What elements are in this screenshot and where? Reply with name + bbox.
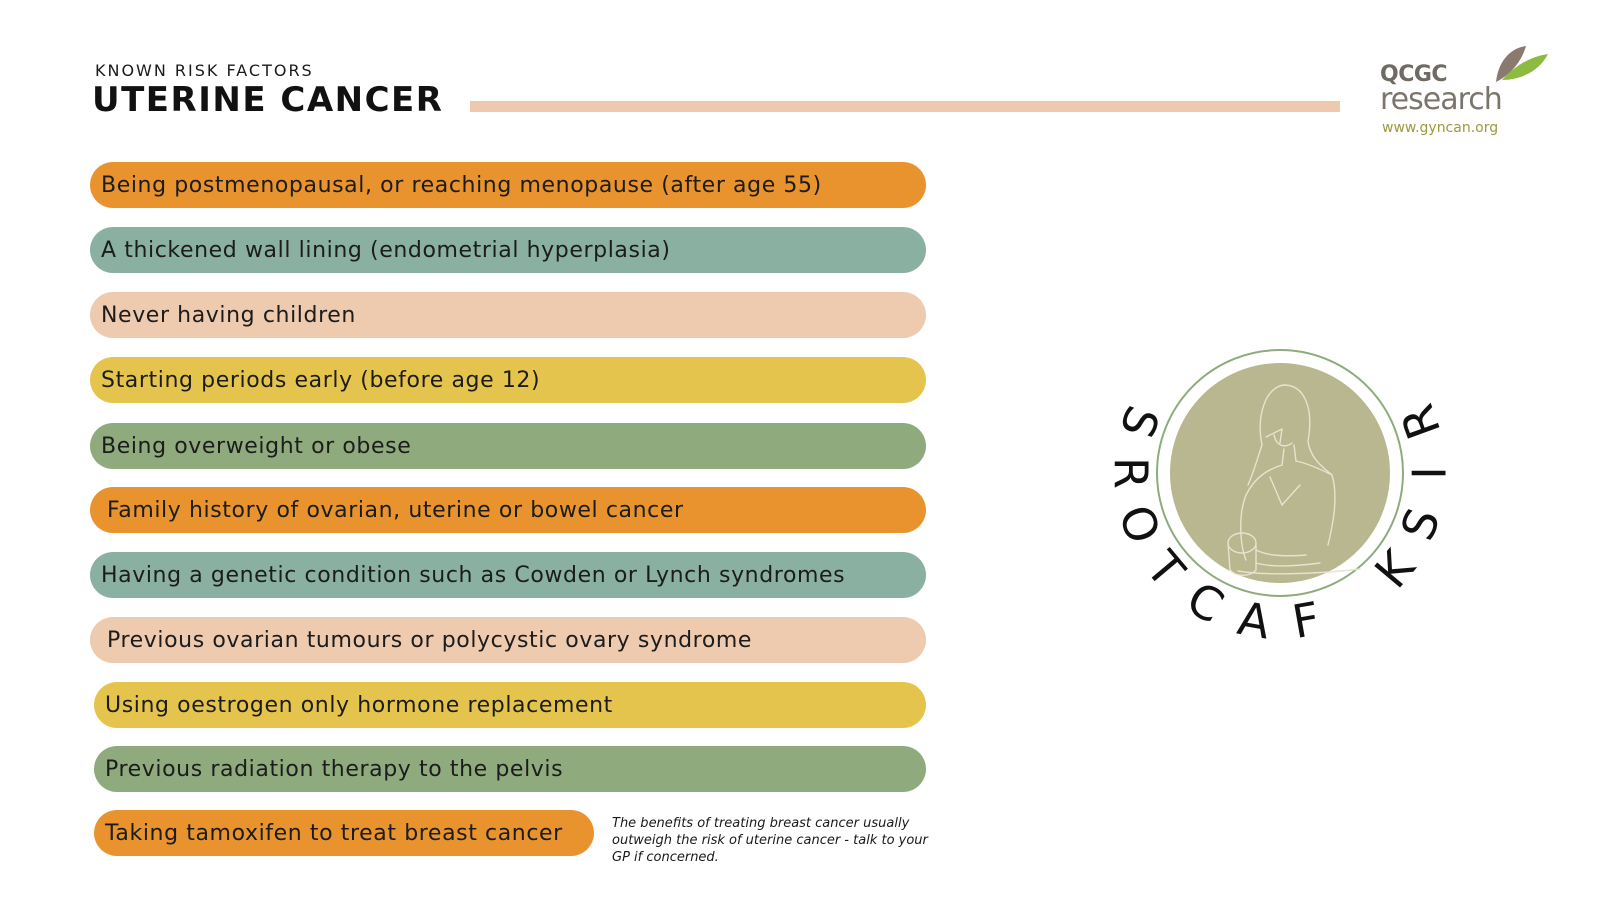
risk-factor-pill: Having a genetic condition such as Cowde… <box>90 552 926 598</box>
risk-factor-pill: Never having children <box>90 292 926 338</box>
qcgc-logo: QCGC research www.gyncan.org <box>1380 44 1550 140</box>
risk-factor-label: Using oestrogen only hormone replacement <box>105 692 613 718</box>
logo-url: www.gyncan.org <box>1382 120 1499 136</box>
curved-text-letter: F <box>1288 591 1323 649</box>
page-title: UTERINE CANCER <box>92 80 444 120</box>
curved-text-letter: I <box>1403 466 1457 480</box>
curved-text-letter: R <box>1104 457 1158 489</box>
risk-factor-pill: Family history of ovarian, uterine or bo… <box>90 487 926 533</box>
risk-factor-pill: A thickened wall lining (endometrial hyp… <box>90 227 926 273</box>
header-divider <box>470 101 1340 112</box>
curved-text-letter: S <box>1109 399 1170 445</box>
risk-factor-label: Being postmenopausal, or reaching menopa… <box>101 172 822 198</box>
curved-text-letter: K <box>1364 539 1426 598</box>
woman-thinking-icon <box>1227 384 1361 576</box>
logo-research-text: research <box>1380 82 1503 117</box>
risk-factor-label: Starting periods early (before age 12) <box>101 367 541 393</box>
risk-factor-pill: Being overweight or obese <box>90 423 926 469</box>
emblem-ring <box>1156 349 1404 597</box>
risk-factor-label: Taking tamoxifen to treat breast cancer <box>105 820 563 846</box>
curved-text-letter: R <box>1390 398 1452 447</box>
emblem-circle <box>1170 363 1390 583</box>
risk-factor-pill: Using oestrogen only hormone replacement <box>94 682 926 728</box>
risk-factor-pill: Previous radiation therapy to the pelvis <box>94 746 926 792</box>
risk-factor-label: A thickened wall lining (endometrial hyp… <box>101 237 671 263</box>
curved-text-letter: S <box>1390 501 1451 547</box>
risk-factor-label: Being overweight or obese <box>101 433 412 459</box>
risk-factor-pill: Being postmenopausal, or reaching menopa… <box>90 162 926 208</box>
emblem-graphic: RISK FACTORS <box>1104 349 1457 650</box>
curved-text-letter: T <box>1135 540 1196 598</box>
risk-factor-label: Never having children <box>101 302 356 328</box>
curved-text-letter: O <box>1108 498 1171 551</box>
risk-factor-label: Having a genetic condition such as Cowde… <box>101 562 846 588</box>
logo-qcgc-text: QCGC <box>1380 62 1448 87</box>
risk-factor-pill: Starting periods early (before age 12) <box>90 357 926 403</box>
curved-text-letter: C <box>1178 571 1233 634</box>
risk-factor-pill: Taking tamoxifen to treat breast cancer <box>94 810 594 856</box>
risk-factor-label: Family history of ovarian, uterine or bo… <box>107 497 684 523</box>
risk-factor-label: Previous ovarian tumours or polycystic o… <box>107 627 753 653</box>
header-subtitle: KNOWN RISK FACTORS <box>95 61 314 80</box>
tamoxifen-note: The benefits of treating breast cancer u… <box>612 816 928 865</box>
risk-factor-pill: Previous ovarian tumours or polycystic o… <box>90 617 926 663</box>
risk-factor-label: Previous radiation therapy to the pelvis <box>105 756 564 782</box>
leaf-icon <box>1496 46 1548 82</box>
curved-text-letter: A <box>1234 591 1275 650</box>
